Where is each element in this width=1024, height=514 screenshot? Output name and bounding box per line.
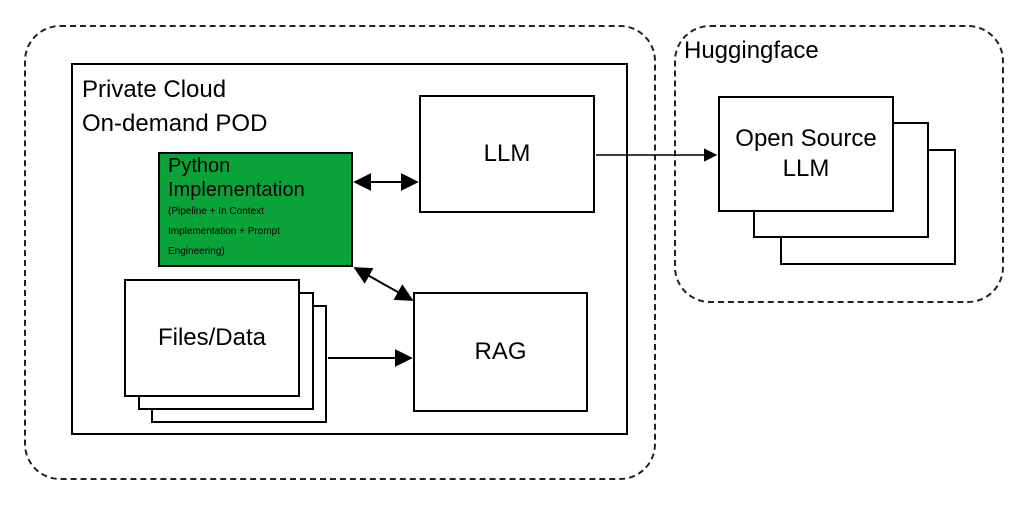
python-detail-line3: Engineering) [168,246,225,257]
python-rag-arrow [353,267,414,301]
open-source-llm-box: Open Source LLM [718,96,894,212]
python-detail-line1: (Pipeline + In Context [168,206,264,217]
python-implementation-box: Python Implementation (Pipeline + In Con… [158,152,353,267]
open-source-llm-label: LLM [782,155,830,182]
python-title-line2: Implementation [168,179,305,201]
files-data-box: Files/Data [124,279,300,397]
python-title-line1: Python [168,155,231,177]
private-cloud-title: Private Cloud [82,76,227,103]
on-demand-pod-title: On-demand POD [82,110,268,137]
files-data-label: Files/Data [157,324,267,351]
huggingface-title: Huggingface [684,37,819,64]
rag-box: RAG [413,292,588,412]
llm-box: LLM [419,95,595,213]
llm-label: LLM [483,140,531,167]
huggingface-boundary [674,25,1004,303]
python-detail-line2: Implementation + Prompt [168,226,280,237]
open-source-label: Open Source [735,125,877,152]
rag-label: RAG [474,338,527,365]
private-cloud-boundary [24,25,656,480]
